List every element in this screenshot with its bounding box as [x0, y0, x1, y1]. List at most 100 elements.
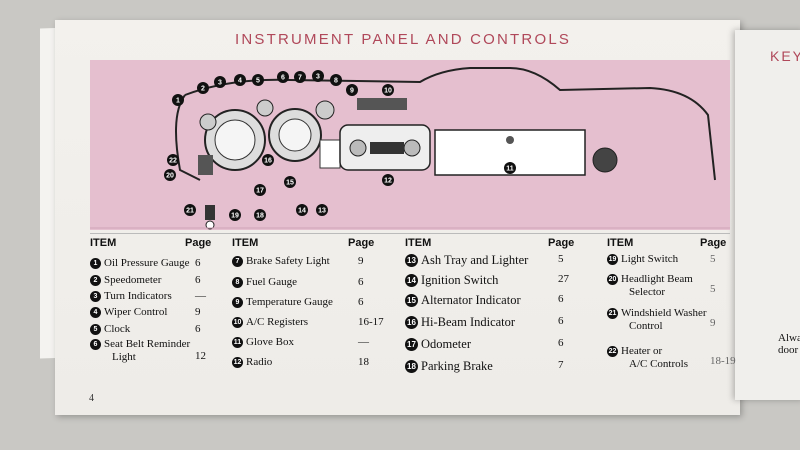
page-number: 4: [89, 393, 94, 404]
ash-tray: [319, 139, 341, 169]
speedometer-face: [214, 119, 256, 161]
item-page-number: —: [195, 290, 206, 302]
item-page-number: 5: [710, 283, 716, 295]
item-number-badge: 3: [90, 291, 101, 302]
item-number-badge: 7: [232, 256, 243, 267]
item-number-badge: 11: [232, 337, 243, 348]
item-label: Heater or: [621, 345, 663, 357]
item-label: Parking Brake: [421, 359, 493, 373]
manual-page-right: [735, 30, 800, 400]
column-header-page: Page: [548, 237, 575, 249]
item-label: Radio: [246, 356, 273, 368]
callout-number: 21: [186, 208, 194, 215]
item-page-number: 18: [358, 356, 369, 368]
right-vent: [592, 147, 618, 173]
callout-number: 10: [384, 88, 392, 95]
item-number-badge: 6: [90, 339, 101, 350]
item-label-continued: A/C Controls: [629, 358, 688, 370]
callout-number: 1: [176, 98, 180, 105]
callout-marker: [382, 174, 394, 186]
temperature-gauge: [315, 100, 335, 120]
item-page-number: 9: [710, 317, 716, 329]
item-label: Ignition Switch: [421, 273, 499, 287]
item-number-badge: 14: [405, 274, 418, 287]
item-page-number: 5: [710, 253, 716, 265]
item-label: Alternator Indicator: [421, 293, 521, 307]
callout-marker: [382, 84, 394, 96]
item-page-number: 7: [558, 359, 564, 371]
item-label: Brake Safety Light: [246, 255, 330, 267]
table-divider: [90, 233, 730, 234]
callout-number: 14: [298, 208, 306, 215]
callout-number: 6: [281, 75, 285, 82]
callout-marker: [164, 169, 176, 181]
item-number-badge: 10: [232, 317, 243, 328]
item-label: Turn Indicators: [104, 290, 172, 302]
heater-controls: [198, 155, 213, 175]
callout-number: 5: [256, 78, 260, 85]
callout-marker: [294, 71, 306, 83]
item-page-number: 18-19: [710, 355, 736, 367]
item-label: Headlight Beam: [621, 273, 693, 285]
callout-number: 11: [506, 166, 514, 173]
column-header-item: ITEM: [405, 237, 432, 249]
callout-marker: [167, 154, 179, 166]
callout-marker: [252, 74, 264, 86]
item-number-badge: 13: [405, 254, 418, 267]
callout-marker: [316, 204, 328, 216]
callout-number: 18: [256, 213, 264, 220]
item-page-number: 6: [195, 274, 201, 286]
callout-marker: [346, 84, 358, 96]
callout-number: 9: [350, 88, 354, 95]
item-label: Ash Tray and Lighter: [421, 253, 529, 267]
item-label: Glove Box: [246, 336, 294, 348]
callout-number: 16: [264, 158, 272, 165]
page-title: INSTRUMENT PANEL AND CONTROLS: [235, 31, 572, 48]
callout-marker: [254, 209, 266, 221]
callout-marker: [277, 71, 289, 83]
callout-number: 12: [384, 178, 392, 185]
callout-number: 20: [166, 173, 174, 180]
column-header-page: Page: [700, 237, 727, 249]
item-number-badge: 2: [90, 275, 101, 286]
item-number-badge: 20: [607, 274, 618, 285]
column-header-item: ITEM: [232, 237, 259, 249]
item-page-number: 16-17: [358, 316, 384, 328]
item-number-badge: 18: [405, 360, 418, 373]
column-header-page: Page: [185, 237, 212, 249]
callout-marker: [214, 76, 226, 88]
callout-marker: [254, 184, 266, 196]
item-label: Fuel Gauge: [246, 276, 298, 288]
callout-number: 13: [318, 208, 326, 215]
item-label: Windshield Washer: [621, 307, 707, 319]
item-label: Seat Belt Reminder: [104, 338, 191, 350]
item-page-number: 27: [558, 273, 569, 285]
callout-marker: [229, 209, 241, 221]
callout-marker: [330, 74, 342, 86]
item-page-number: 6: [358, 296, 364, 308]
item-label-continued: Selector: [629, 286, 666, 298]
headlight-selector: [205, 220, 215, 230]
fuel-gauge-face: [278, 118, 312, 152]
callout-marker: [262, 154, 274, 166]
item-label: A/C Registers: [246, 316, 309, 328]
callout-number: 2: [201, 86, 205, 93]
item-label: Wiper Control: [104, 306, 168, 318]
item-label: Speedometer: [104, 274, 162, 286]
item-number-badge: 19: [607, 254, 618, 265]
item-number-badge: 15: [405, 294, 418, 307]
callout-marker: [296, 204, 308, 216]
callout-number: 17: [256, 188, 264, 195]
